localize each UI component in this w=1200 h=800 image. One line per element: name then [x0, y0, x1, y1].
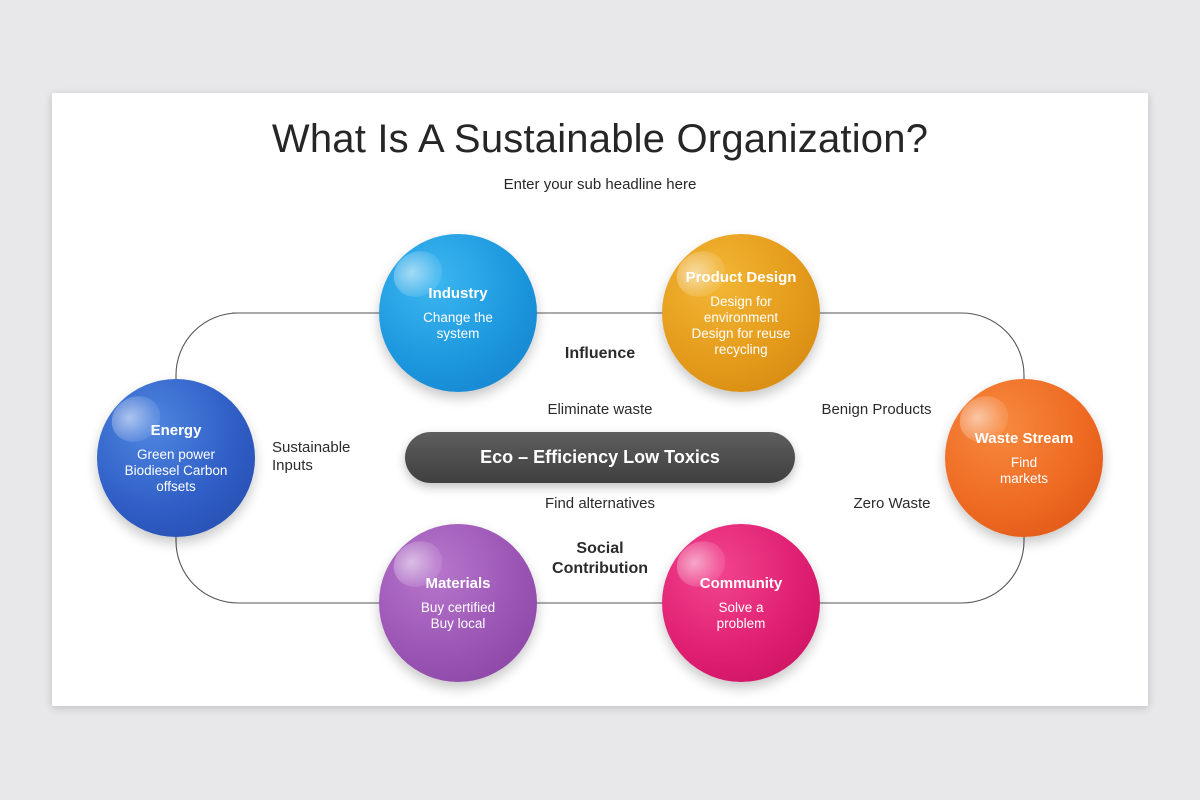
node-title: Materials — [425, 574, 491, 592]
node-product-design: Product Design Design for environment De… — [662, 234, 820, 392]
page-title: What Is A Sustainable Organization? — [271, 117, 929, 161]
label-social-contribution: Social Contribution — [552, 540, 648, 577]
node-materials: Materials Buy certified Buy local — [379, 524, 537, 682]
label-benign-products: Benign Products — [821, 401, 932, 418]
node-text: Green power Biodiesel Carbon offsets — [124, 446, 228, 494]
eco-efficiency-pill: Eco – Efficiency Low Toxics — [405, 432, 795, 483]
label-eliminate-waste: Eliminate waste — [547, 401, 653, 418]
node-text: Find markets — [999, 454, 1048, 486]
label-influence: Influence — [564, 345, 636, 362]
node-energy: Energy Green power Biodiesel Carbon offs… — [97, 379, 255, 537]
label-zero-waste: Zero Waste — [853, 495, 931, 512]
node-text: Change the system — [423, 309, 493, 341]
label-find-alternatives: Find alternatives — [544, 495, 656, 512]
slide: What Is A Sustainable Organization? Ente… — [52, 93, 1148, 706]
node-waste-stream: Waste Stream Find markets — [945, 379, 1103, 537]
node-community: Community Solve a problem — [662, 524, 820, 682]
node-title: Product Design — [685, 268, 797, 286]
label-sustainable-inputs: Sustainable Inputs — [272, 439, 351, 474]
node-text: Buy certified Buy local — [420, 599, 496, 631]
node-title: Community — [699, 574, 783, 592]
node-title: Energy — [150, 421, 202, 439]
node-text: Solve a problem — [716, 599, 766, 631]
node-title: Waste Stream — [974, 429, 1074, 447]
node-title: Industry — [428, 284, 488, 302]
loop-path — [175, 312, 1025, 604]
connector-loop — [175, 312, 1025, 604]
node-text: Design for environment Design for reuse … — [691, 293, 791, 357]
node-industry: Industry Change the system — [379, 234, 537, 392]
page-subtitle: Enter your sub headline here — [503, 176, 697, 193]
